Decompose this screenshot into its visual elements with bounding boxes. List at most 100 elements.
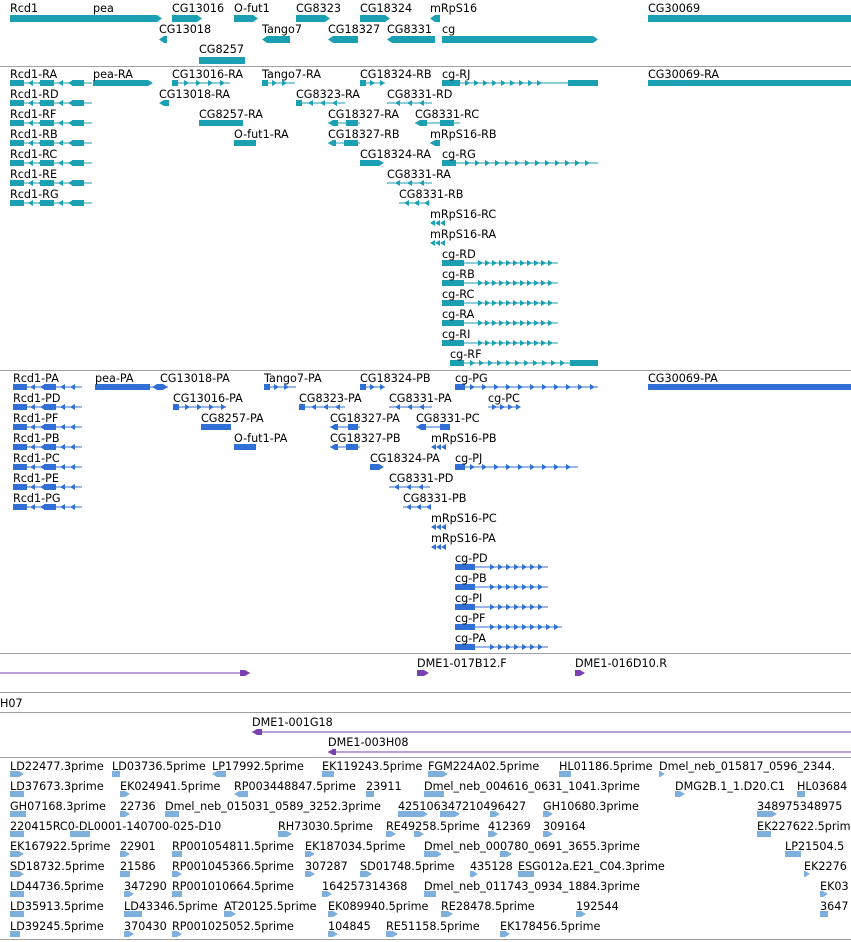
transcript-glyph[interactable]	[515, 360, 520, 366]
est-glyph[interactable]	[70, 831, 90, 837]
transcript-glyph[interactable]	[474, 80, 479, 86]
genes-feature-label[interactable]: mRpS16	[430, 2, 478, 15]
transcript-glyph[interactable]	[40, 120, 54, 126]
translation-glyph[interactable]	[44, 384, 56, 390]
ests-feature-label[interactable]: HL03684	[797, 780, 848, 793]
translation-glyph[interactable]	[330, 424, 338, 430]
ests-feature-label[interactable]: LD37673.3prime	[10, 780, 104, 793]
rna-feature-label[interactable]: CG18324-RA	[360, 148, 432, 161]
translation-glyph[interactable]	[406, 504, 411, 510]
transcript-glyph[interactable]	[440, 220, 445, 226]
ests-feature-label[interactable]: 21586	[120, 860, 156, 873]
rna-feature-label[interactable]: CG13016-RA	[172, 68, 244, 81]
ests-feature-label[interactable]: 23911	[366, 780, 402, 793]
transcript-glyph[interactable]	[570, 360, 598, 366]
transcript-glyph[interactable]	[68, 180, 73, 186]
transcript-glyph[interactable]	[28, 180, 33, 186]
ests-feature-label[interactable]: EK227622.5prime	[757, 820, 851, 833]
translation-glyph[interactable]	[44, 484, 56, 490]
est-glyph[interactable]	[10, 891, 24, 897]
clone-glyph[interactable]	[575, 670, 585, 676]
translation-glyph[interactable]	[44, 444, 56, 450]
translation-glyph[interactable]	[95, 384, 150, 390]
transcript-glyph[interactable]	[282, 80, 287, 86]
rna-feature-label[interactable]: CG18327-RA	[328, 108, 400, 121]
transcript-glyph[interactable]	[492, 320, 497, 326]
transcript-glyph[interactable]	[506, 320, 511, 326]
transcript-glyph[interactable]	[442, 300, 464, 306]
est-glyph[interactable]	[820, 911, 828, 917]
translation-glyph[interactable]	[436, 444, 441, 450]
translation-glyph[interactable]	[311, 404, 316, 410]
transcript-glyph[interactable]	[541, 320, 546, 326]
genes-feature-label[interactable]: CG18324	[360, 2, 413, 15]
ests-feature-label[interactable]: 412369	[488, 820, 531, 833]
translation-glyph[interactable]	[522, 584, 527, 590]
transcript-glyph[interactable]	[513, 340, 518, 346]
translation-glyph[interactable]	[514, 584, 519, 590]
protein-feature-label[interactable]: cg-PD	[455, 552, 488, 565]
translation-glyph[interactable]	[546, 624, 551, 630]
translation-glyph[interactable]	[60, 444, 65, 450]
translation-glyph[interactable]	[506, 624, 511, 630]
ests-feature-label[interactable]: Dmel_neb_011743_0934_1884.3prime	[424, 880, 640, 893]
translation-glyph[interactable]	[590, 384, 595, 390]
transcript-glyph[interactable]	[442, 80, 460, 86]
transcript-glyph[interactable]	[485, 340, 490, 346]
gene-glyph[interactable]	[234, 15, 258, 22]
transcript-glyph[interactable]	[527, 260, 532, 266]
ests-feature-label[interactable]: 347290	[124, 880, 167, 893]
transcript-glyph[interactable]	[545, 160, 550, 166]
transcript-glyph[interactable]	[40, 100, 54, 106]
translation-glyph[interactable]	[516, 404, 521, 410]
translation-glyph[interactable]	[441, 544, 446, 550]
transcript-glyph[interactable]	[40, 80, 54, 86]
translation-glyph[interactable]	[13, 384, 27, 390]
translation-glyph[interactable]	[335, 404, 340, 410]
translation-glyph[interactable]	[455, 584, 475, 590]
translation-glyph[interactable]	[648, 384, 851, 390]
translation-glyph[interactable]	[264, 384, 270, 390]
transcript-glyph[interactable]	[515, 160, 520, 166]
est-glyph[interactable]	[441, 911, 453, 917]
ests-feature-label[interactable]: GH07168.3prime	[10, 800, 106, 813]
translation-glyph[interactable]	[554, 384, 559, 390]
ests-feature-label[interactable]: 3647	[820, 900, 849, 913]
transcript-glyph[interactable]	[395, 100, 400, 106]
translation-glyph[interactable]	[274, 384, 279, 390]
transcript-glyph[interactable]	[672, 80, 677, 86]
protein-feature-label[interactable]: Rcd1-PC	[13, 452, 60, 465]
est-glyph[interactable]	[278, 831, 292, 837]
transcript-glyph[interactable]	[68, 140, 73, 146]
transcript-glyph[interactable]	[534, 320, 539, 326]
ests-feature-label[interactable]: 425106347210496427	[398, 800, 527, 813]
transcript-glyph[interactable]	[520, 280, 525, 286]
transcript-glyph[interactable]	[485, 320, 490, 326]
translation-glyph[interactable]	[60, 504, 65, 510]
est-glyph[interactable]	[366, 791, 374, 797]
translation-glyph[interactable]	[436, 524, 441, 530]
transcript-glyph[interactable]	[524, 360, 529, 366]
translation-glyph[interactable]	[455, 384, 465, 390]
translation-glyph[interactable]	[234, 444, 256, 450]
est-glyph[interactable]	[172, 871, 182, 877]
gene-glyph[interactable]	[10, 15, 162, 22]
transcript-glyph[interactable]	[419, 180, 424, 186]
ests-feature-label[interactable]: Dmel_neb_000780_0691_3655.3prime	[424, 840, 640, 853]
translation-glyph[interactable]	[455, 604, 475, 610]
protein-feature-label[interactable]: CG8323-PA	[299, 392, 362, 405]
translation-glyph[interactable]	[40, 404, 45, 410]
translation-glyph[interactable]	[514, 624, 519, 630]
est-glyph[interactable]	[488, 831, 498, 837]
translation-glyph[interactable]	[500, 404, 505, 410]
transcript-glyph[interactable]	[72, 200, 84, 206]
rna-feature-label[interactable]: O-fut1-RA	[234, 128, 289, 141]
transcript-glyph[interactable]	[520, 340, 525, 346]
rna-feature-label[interactable]: pea-RA	[93, 68, 133, 81]
est-glyph[interactable]	[424, 791, 444, 797]
transcript-glyph[interactable]	[534, 260, 539, 266]
est-glyph[interactable]	[112, 771, 120, 777]
translation-glyph[interactable]	[498, 644, 503, 650]
transcript-glyph[interactable]	[159, 100, 169, 106]
clones-feature-label[interactable]: H07	[0, 697, 23, 710]
